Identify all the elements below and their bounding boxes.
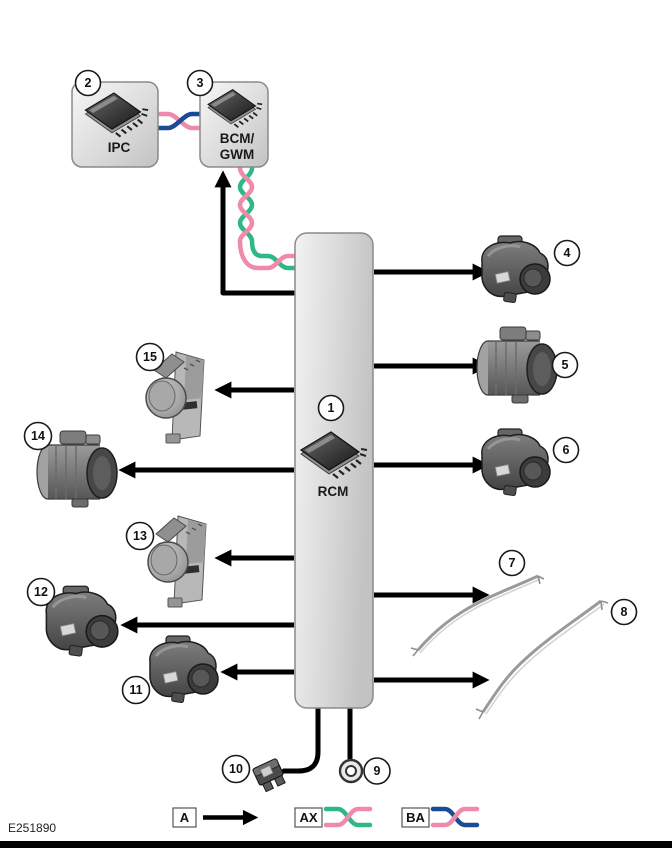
callout-2-number: 2 [85, 76, 92, 90]
curtain-tube-8-outline [481, 599, 602, 713]
curtain-tube-7-outline [416, 574, 539, 651]
callout-13: 13 [125, 521, 155, 551]
callout-4: 4 [553, 239, 581, 267]
callout-9-number: 9 [374, 764, 381, 778]
bus-bcm-rcm-pink-wire [237, 165, 299, 271]
callout-3: 3 [186, 69, 214, 97]
callout-6: 6 [552, 436, 580, 464]
callout-7: 7 [498, 549, 526, 577]
module-rcm: RCM [294, 232, 374, 709]
legend-hardwired-box [172, 807, 197, 828]
callout-8: 8 [610, 598, 638, 626]
callout-1: 1 [317, 394, 345, 422]
module-ipc-label: IPC [108, 140, 131, 155]
legend-bus-ax: AX [294, 806, 373, 828]
callouts: 1 2 3 4 5 6 7 8 [23, 69, 638, 785]
component-9 [338, 758, 364, 784]
callout-15: 15 [135, 342, 165, 372]
callout-3-number: 3 [197, 76, 204, 90]
figure-id: E251890 [8, 821, 56, 835]
module-ipc: IPC [71, 81, 159, 168]
callout-12-number: 12 [34, 585, 48, 599]
callout-5: 5 [551, 351, 579, 379]
legend-bus-ba-pink-wire [430, 806, 480, 828]
hardwired-arrows [118, 170, 490, 689]
callout-13-number: 13 [133, 529, 147, 543]
curtain-tube-8-ends [475, 600, 609, 720]
callout-11-number: 11 [129, 683, 142, 697]
legend-bus-ba-label: BA [406, 810, 425, 825]
legend-hardwired: A [172, 807, 259, 828]
legend-bus-ba: BA [401, 806, 480, 828]
callout-12: 12 [26, 577, 56, 607]
callout-9: 9 [363, 757, 391, 785]
legend-hardwired-label: A [180, 810, 190, 825]
legend-bus-ax-pink-wire [323, 806, 373, 828]
bus-ipc-bcm-navy-wire [156, 111, 204, 131]
callout-6-number: 6 [563, 443, 570, 457]
callout-5-number: 5 [562, 358, 569, 372]
callout-14-number: 14 [31, 429, 45, 443]
callout-11: 11 [121, 675, 151, 705]
callout-8-number: 8 [621, 605, 628, 619]
callout-14: 14 [23, 421, 53, 451]
curtain-tube-8-highlight [485, 603, 605, 715]
module-rcm-label: RCM [318, 484, 349, 499]
curtain-tube-7-ends [410, 575, 545, 657]
callout-10: 10 [221, 754, 251, 784]
legend-bus-ax-label: AX [299, 810, 317, 825]
callout-4-number: 4 [564, 246, 571, 260]
callout-7-number: 7 [509, 556, 516, 570]
bottom-wiring [252, 703, 364, 793]
callout-2: 2 [74, 69, 102, 97]
legend: A AX BA [172, 806, 480, 828]
bus-ipc-bcm [156, 111, 204, 131]
component-8 [475, 599, 609, 720]
callout-1-number: 1 [328, 401, 335, 415]
bus-bcm-rcm-green-wire [237, 165, 299, 271]
bottom-bar [0, 841, 672, 848]
component-10 [252, 758, 286, 793]
callout-15-number: 15 [143, 350, 157, 364]
module-bcm-gwm-label-line2: GWM [220, 147, 255, 162]
component-7 [410, 574, 545, 657]
curtain-tube-7-highlight [419, 578, 541, 654]
legend-bus-ba-box [401, 807, 430, 828]
module-bcm-gwm-label-line1: BCM/ [220, 131, 255, 146]
bus-bcm-rcm [237, 165, 299, 271]
callout-10-number: 10 [229, 762, 243, 776]
arrow-rcm-to-bcm [214, 170, 296, 296]
module-bcm-gwm: BCM/ GWM [199, 81, 269, 168]
legend-bus-ax-box [294, 807, 323, 828]
wire-rcm-to-10 [281, 703, 321, 774]
